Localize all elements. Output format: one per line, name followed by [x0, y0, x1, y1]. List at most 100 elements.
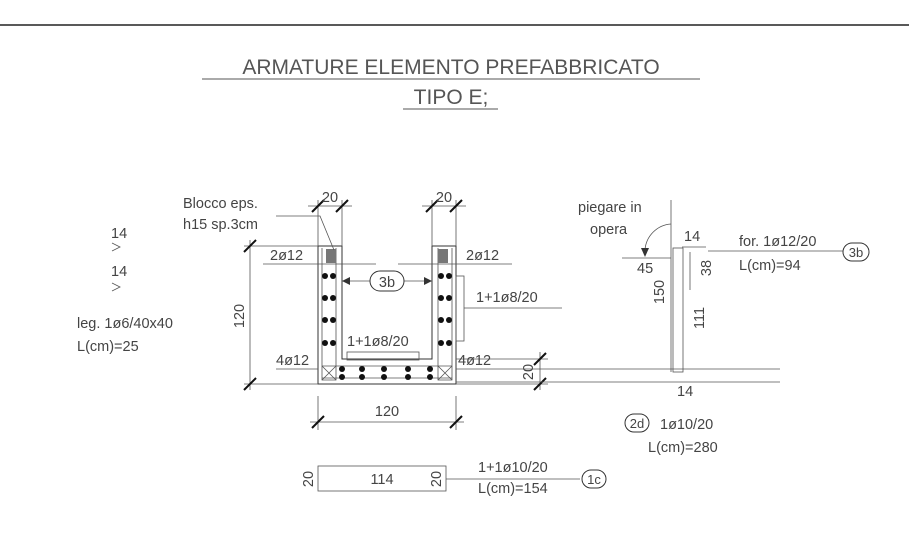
dim-base-tick-bottom	[533, 377, 547, 391]
bar-1c-detail: 20 114 20 1+1ø10/20 L(cm)=154 1c	[301, 460, 607, 497]
rebar-dot	[359, 374, 365, 380]
arrow-left-icon	[342, 277, 350, 285]
corner-cross-left	[321, 365, 337, 381]
dim-width-tick-b	[449, 415, 463, 429]
dim-wall-left-tick-a	[311, 199, 325, 213]
corner-cross-right	[437, 365, 453, 381]
bars-bottom-right: 4ø12	[458, 353, 491, 369]
rebar-dot	[339, 366, 345, 372]
note-block-1: Blocco eps.	[183, 196, 258, 212]
dim-height: 120	[232, 304, 248, 328]
bent-dim-angle: 45	[637, 261, 653, 277]
bars-top-right: 2ø12	[466, 248, 499, 264]
rebar-dot	[322, 317, 328, 323]
bar-1c-dim-left: 20	[301, 471, 317, 487]
rebar-dot	[446, 273, 452, 279]
bar-1c-dim-mid: 114	[370, 472, 393, 488]
bent-note-1: piegare in	[578, 200, 642, 216]
inner-bar-box	[346, 351, 420, 361]
rebar-dot	[381, 374, 387, 380]
rebar-dot	[438, 340, 444, 346]
rebar-dots-bottom	[339, 366, 433, 380]
dim-wall-right: 20	[436, 190, 452, 206]
rebar-dot	[330, 317, 336, 323]
dim-height-tick-top	[243, 239, 257, 253]
dim-wall-right-tick-b	[449, 199, 463, 213]
dim-width-tick-a	[311, 415, 325, 429]
rebar-dot	[405, 374, 411, 380]
bars-side: 1+1ø8/20	[476, 290, 538, 306]
rebar-dot	[438, 317, 444, 323]
section-rebar-left	[321, 248, 337, 381]
bent-dim-38: 38	[699, 260, 715, 276]
dim-width: 120	[375, 404, 399, 420]
dim-base: 20	[521, 364, 537, 380]
rebar-dot	[339, 374, 345, 380]
bar-2d-detail: 2d 1ø10/20 L(cm)=280	[624, 413, 718, 456]
bars-top-left: 2ø12	[270, 248, 303, 264]
rebar-dot	[438, 273, 444, 279]
rebar-dot	[446, 317, 452, 323]
eps-block-left	[326, 249, 336, 263]
title-line-2: TIPO E;	[414, 86, 489, 109]
bar-1c-badge	[581, 469, 607, 489]
stirrup-dim-a: 14	[111, 226, 127, 242]
bar-2d-badge	[624, 413, 650, 433]
dim-wall-left: 20	[322, 190, 338, 206]
title-line-1: ARMATURE ELEMENTO PREFABBRICATO	[242, 56, 659, 79]
section-outline	[317, 245, 457, 385]
rebar-dot	[446, 295, 452, 301]
bent-label: for. 1ø12/20	[739, 234, 816, 250]
bar-1c-dim-right: 20	[429, 471, 445, 487]
bars-inner: 1+1ø8/20	[347, 334, 409, 350]
bent-dim-111: 111	[692, 307, 708, 329]
bar-1c-label: 1+1ø10/20	[478, 460, 548, 476]
bent-dim-150: 150	[652, 280, 668, 304]
dim-height-tick-bottom	[243, 377, 257, 391]
mark-3b: 3b	[379, 275, 395, 291]
bar-1c-length: L(cm)=154	[478, 481, 548, 497]
rebar-dot	[322, 295, 328, 301]
bar-2d-length: L(cm)=280	[648, 440, 718, 456]
stirrup-dim-b: 14	[111, 264, 127, 280]
bent-mark-badge	[842, 242, 870, 262]
section-rebar-right	[437, 248, 453, 381]
bar-1c-mark: 1c	[587, 472, 601, 487]
rebar-dot	[438, 295, 444, 301]
arrow-down-icon	[641, 248, 649, 257]
bent-note-2: opera	[590, 222, 628, 238]
bent-dim-top: 14	[684, 229, 700, 245]
rebar-dot	[427, 366, 433, 372]
stirrup-hook-icon	[111, 282, 121, 292]
bar-2d-mark: 2d	[630, 416, 644, 431]
rebar-dot	[405, 366, 411, 372]
rebar-dot	[381, 366, 387, 372]
bent-length: L(cm)=94	[739, 258, 801, 274]
rebar-dots-right	[438, 273, 452, 346]
dim-wall-right-tick-a	[425, 199, 439, 213]
rebar-dot	[322, 340, 328, 346]
bend-arrow-arc	[644, 223, 672, 251]
stirrup-hook-icon	[111, 242, 121, 252]
note-block-2: h15 sp.3cm	[183, 217, 258, 233]
bar-1c-shape	[317, 465, 447, 492]
bent-bar-shape	[672, 247, 684, 373]
rebar-dot	[446, 340, 452, 346]
dim-base-tick-top	[533, 352, 547, 366]
note-block-leader	[276, 215, 335, 251]
rebar-dot	[330, 273, 336, 279]
stirrup-length: L(cm)=25	[77, 339, 139, 355]
bent-bar-detail: piegare in opera 45 150 14 38 111 14 for…	[578, 200, 870, 400]
rebar-dots-left	[322, 273, 336, 346]
stirrup-detail: 14 14 leg. 1ø6/40x40 L(cm)=25	[77, 226, 173, 355]
rebar-dot	[330, 340, 336, 346]
cross-section: 20 20 120 120 20 Blocco eps. h15 sp.3cm	[183, 190, 780, 430]
arrow-right-icon	[424, 277, 432, 285]
rebar-dot	[322, 273, 328, 279]
eps-block-right	[438, 249, 448, 263]
bars-bottom-left: 4ø12	[276, 353, 309, 369]
rebar-dot	[427, 374, 433, 380]
dim-wall-left-tick-b	[335, 199, 349, 213]
stirrup-label: leg. 1ø6/40x40	[77, 316, 173, 332]
